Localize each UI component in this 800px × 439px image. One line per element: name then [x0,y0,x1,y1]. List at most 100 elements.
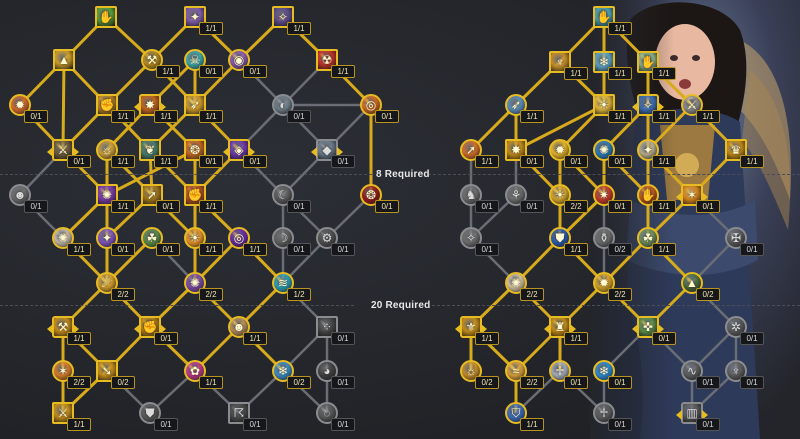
talent-node[interactable]: ☠0/1 [184,49,223,78]
talent-node[interactable]: ♆0/1 [725,360,764,389]
talent-node[interactable]: ⛊0/1 [139,402,178,431]
talent-node[interactable]: ✹0/1 [9,94,48,123]
talent-node[interactable]: ✧1/1 [632,94,676,123]
talent-node[interactable]: ❂0/1 [184,139,223,168]
talent-node[interactable]: ⛉1/1 [505,402,544,431]
talent-node[interactable]: ♞0/1 [460,184,499,213]
talent-node[interactable]: ▥0/1 [676,402,720,431]
talent-node[interactable]: ✺1/1 [52,227,91,256]
talent-node[interactable]: ✷0/1 [593,184,632,213]
talent-node[interactable]: ☀2/2 [549,184,588,213]
talent-node[interactable]: ☼1/1 [96,139,135,168]
talent-node[interactable]: ❄0/2 [272,360,311,389]
talent-node[interactable]: ◎1/1 [228,227,267,256]
talent-node[interactable]: ♆1/1 [549,51,588,80]
talent-node[interactable]: ♛1/1 [725,139,764,168]
fire-burst-icon: ✹ [14,98,26,112]
talent-node[interactable]: ⚙0/1 [316,227,355,256]
talent-node[interactable]: ▲ [53,49,75,71]
talent-node[interactable]: ❄1/1 [593,51,632,80]
talent-node[interactable]: ≈2/2 [505,360,544,389]
talent-rank-counter: 1/1 [652,110,676,123]
talent-node[interactable]: ☈0/1 [228,402,267,431]
shadow-claw-icon: ✧ [277,10,289,24]
choice-arrow-left-icon [676,192,682,202]
talent-node[interactable]: ☘0/1 [141,227,180,256]
talent-node[interactable]: ♱0/1 [593,402,632,431]
fire-spear-icon: ➚ [465,143,477,157]
talent-node[interactable]: ⛊1/1 [549,227,588,256]
talent-node[interactable]: ∿0/1 [681,360,720,389]
talent-node[interactable]: ✋1/1 [637,184,676,213]
talent-node[interactable]: ➚0/1 [141,184,180,213]
talent-node[interactable]: ✋ [95,6,117,28]
talent-node[interactable]: ✲0/1 [725,316,764,345]
talent-node[interactable]: ✧0/1 [460,227,499,256]
talent-node[interactable]: ✦1/1 [184,6,223,35]
talent-node[interactable]: ✊0/1 [134,316,178,345]
talent-node[interactable]: ⚘0/1 [505,184,544,213]
talent-node[interactable]: ⚔1/1 [52,402,91,431]
talent-node[interactable]: ✸0/1 [505,139,544,168]
talent-node[interactable]: ≋1/2 [272,272,311,301]
talent-node[interactable]: ✠0/1 [725,227,764,256]
talent-node[interactable]: ✦0/1 [96,227,135,256]
talent-node[interactable]: ❦1/1 [139,139,178,168]
talent-node[interactable]: ♜1/1 [544,316,588,345]
talent-node[interactable]: ✊1/1 [96,94,135,123]
talent-node[interactable]: ☽0/1 [272,227,311,256]
talent-rank-counter: 0/1 [199,65,223,78]
talent-node[interactable]: ◈0/1 [223,139,267,168]
talent-node[interactable]: ⁘0/1 [316,316,355,345]
talent-node[interactable]: ✺2/2 [184,272,223,301]
talent-node[interactable]: ⚔1/1 [681,94,720,123]
talent-node[interactable]: ❄0/1 [593,360,632,389]
talent-node[interactable]: ✺2/2 [505,272,544,301]
talent-node[interactable]: ✺1/1 [96,184,135,213]
talent-node[interactable]: ◕0/1 [316,360,355,389]
talent-node[interactable]: ✊1/1 [184,184,223,213]
talent-node[interactable]: ✹0/1 [549,139,588,168]
talent-node[interactable]: ⚒1/1 [141,49,180,78]
talent-node[interactable]: ✶2/2 [52,360,91,389]
talent-node[interactable]: ➶1/1 [505,94,544,123]
talent-node[interactable]: ➶1/1 [184,94,223,123]
talent-node[interactable]: ☻0/1 [9,184,48,213]
talent-node[interactable]: ✋1/1 [593,6,632,35]
talent-node[interactable]: ☾0/1 [272,184,311,213]
talent-node[interactable]: ◆0/1 [311,139,355,168]
talent-node[interactable]: ◌0/1 [316,402,355,431]
talent-node[interactable]: ⚔0/1 [47,139,91,168]
talent-node[interactable]: ➚1/1 [460,139,499,168]
talent-node[interactable]: ✹2/2 [593,272,632,301]
talent-node[interactable]: ✿1/1 [184,360,223,389]
talent-node[interactable]: ♱0/1 [549,360,588,389]
radiant-wave-icon: ≈ [512,364,520,378]
talent-node[interactable]: ◉0/1 [228,49,267,78]
talent-node[interactable]: ➘0/2 [96,360,135,389]
talent-node[interactable]: ☄2/2 [96,272,135,301]
talent-node[interactable]: ☢1/1 [316,49,355,78]
talent-node[interactable]: ⚱0/2 [593,227,632,256]
talent-node[interactable]: ▲0/2 [681,272,720,301]
talent-node[interactable]: ◎0/1 [360,94,399,123]
talent-rank-counter: 2/2 [564,200,588,213]
talent-node[interactable]: ✶0/1 [676,184,720,213]
talent-node[interactable]: ☀1/1 [184,227,223,256]
talent-rank-counter: 0/1 [475,200,499,213]
talent-rank-counter: 1/1 [156,65,180,78]
talent-node[interactable]: ✸1/1 [134,94,178,123]
talent-node[interactable]: ☼0/2 [460,360,499,389]
talent-node[interactable]: ✋1/1 [637,51,676,80]
talent-node[interactable]: ⚜1/1 [455,316,499,345]
talent-node[interactable]: ✦1/1 [637,139,676,168]
talent-node[interactable]: ☘1/1 [637,227,676,256]
talent-node[interactable]: ◐0/1 [272,94,311,123]
talent-node[interactable]: ⚒1/1 [47,316,91,345]
talent-node[interactable]: ☀1/1 [593,94,632,123]
talent-node[interactable]: ✧1/1 [272,6,311,35]
talent-node[interactable]: ✜0/1 [632,316,676,345]
talent-node[interactable]: ✺0/1 [593,139,632,168]
talent-node[interactable]: ❂0/1 [360,184,399,213]
talent-node[interactable]: ☻1/1 [228,316,267,345]
